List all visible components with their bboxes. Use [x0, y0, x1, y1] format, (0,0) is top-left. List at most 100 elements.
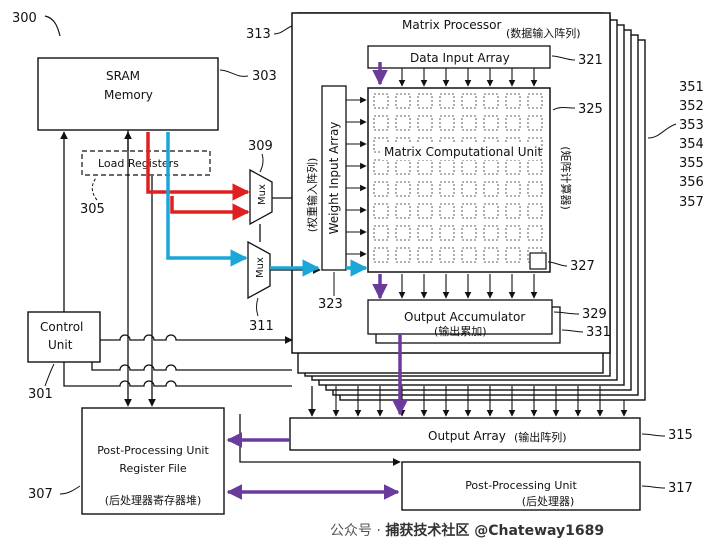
- output-accumulator-label-cn: (输出累加): [434, 324, 487, 338]
- matrix-cell: [505, 181, 521, 197]
- matrix-cell: [483, 181, 499, 197]
- regfile-to-ppu-line: [239, 414, 401, 466]
- matrix-computational-unit-box: [367, 87, 551, 273]
- ppu-register-file-label-1: Post-Processing Unit: [97, 444, 209, 457]
- matrix-cell: [395, 181, 411, 197]
- matrix-cell: [417, 159, 433, 175]
- figure-number-leader: [44, 15, 61, 37]
- stack-ref-351: 351: [679, 80, 704, 95]
- matrix-cell: [527, 115, 543, 131]
- matrix-cell: [373, 225, 389, 241]
- control-to-processor-line: [100, 334, 293, 344]
- output-accumulator-box: [367, 299, 553, 335]
- post-processing-unit-label-cn: (后处理器): [522, 495, 575, 508]
- matrix-cell: [461, 115, 477, 131]
- ref-309-leader: [259, 153, 264, 173]
- control-bottom-line: [63, 362, 292, 387]
- mux-bottom-ref: 311: [249, 319, 274, 334]
- matrix-cell: [439, 247, 455, 263]
- matrix-cell: [505, 225, 521, 241]
- output-accumulator-ref-1: 329: [582, 307, 607, 322]
- matrix-cell: [461, 93, 477, 109]
- weight-input-array-label-cn: (权重输入阵列): [305, 158, 319, 233]
- post-processing-unit-box: [401, 461, 641, 511]
- matrix-cell: [395, 159, 411, 175]
- matrix-cell: [483, 225, 499, 241]
- matrix-cell: [439, 225, 455, 241]
- control-bottom-line-2: [91, 362, 292, 371]
- matrix-cell: [373, 203, 389, 219]
- matrix-cell: [373, 159, 389, 175]
- stack-to-output-arrows: [332, 386, 628, 417]
- matrix-processor-label-cn: (数据输入阵列): [506, 26, 581, 40]
- sram-label: SRAM: [106, 69, 140, 83]
- matrix-cell: [417, 115, 433, 131]
- matrix-cell: [505, 115, 521, 131]
- matrix-cell: [527, 159, 543, 175]
- weight-input-array-box: [321, 85, 347, 271]
- matrix-cell: [461, 247, 477, 263]
- matrix-cell: [417, 93, 433, 109]
- matrix-computational-unit-label: Matrix Computational Unit: [384, 145, 542, 159]
- figure-number: 300: [12, 11, 37, 26]
- ref-305-leader: [91, 177, 98, 201]
- ppu-register-file-label-2: Register File: [119, 462, 186, 475]
- stack-ref-leader: [647, 123, 677, 139]
- data-to-mcu-arrows: [398, 68, 538, 87]
- sram-ref: 303: [252, 69, 277, 84]
- matrix-cell: [505, 93, 521, 109]
- load-registers-box: [81, 150, 211, 176]
- output-array-label-cn: (输出阵列): [514, 430, 567, 444]
- bus-lines: [60, 130, 401, 466]
- output-array-box: [289, 417, 641, 451]
- ref-307-leader: [59, 485, 81, 495]
- matrix-cell: [417, 203, 433, 219]
- sram-memory-label: Memory: [104, 88, 153, 102]
- stack-ref-353: 353: [679, 118, 704, 133]
- matrix-computational-unit-label-cn: (矩阵计算器): [559, 146, 573, 210]
- red-data-path-2: [170, 196, 250, 221]
- matrix-cell: [439, 181, 455, 197]
- matrix-cell: [527, 225, 543, 241]
- matrix-cell: [505, 203, 521, 219]
- ref-301-leader: [44, 363, 55, 387]
- control-unit-label-2: Unit: [48, 338, 73, 352]
- matrix-cell: [417, 181, 433, 197]
- matrix-cell: [417, 225, 433, 241]
- control-unit-ref: 301: [28, 387, 53, 402]
- mux-bottom: [247, 240, 271, 300]
- mcu-label-backdrop: [380, 144, 540, 160]
- ref-317-leader: [641, 485, 666, 489]
- weight-input-array-label: Weight Input Array: [327, 122, 341, 235]
- stack-ref-354: 354: [679, 137, 704, 152]
- matrix-cell: [527, 181, 543, 197]
- output-accumulator-label: Output Accumulator: [404, 310, 525, 324]
- mux-top-label: Mux: [257, 184, 268, 205]
- watermark-name: 捕获技术社区 @Chateway1689: [385, 523, 605, 539]
- matrix-cell: [461, 159, 477, 175]
- matrix-cell: [483, 203, 499, 219]
- output-array-ref: 315: [668, 428, 693, 443]
- mcu-to-accumulator-arrows: [398, 274, 538, 299]
- matrix-cell: [395, 247, 411, 263]
- cyan-data-path: [166, 132, 248, 267]
- matrix-cell: [395, 203, 411, 219]
- matrix-cell: [483, 247, 499, 263]
- post-processing-unit-ref: 317: [668, 481, 693, 496]
- watermark-prefix: 公众号 ·: [330, 523, 386, 539]
- load-registers-label: Load Registers: [98, 157, 179, 170]
- stack-ref-352: 352: [679, 99, 704, 114]
- ref-331-leader: [561, 329, 584, 333]
- matrix-cell: [417, 247, 433, 263]
- stack-ref-356: 356: [679, 175, 704, 190]
- ppu-register-file-ref: 307: [28, 487, 53, 502]
- matrix-cell: [483, 93, 499, 109]
- stack-ref-355: 355: [679, 156, 704, 171]
- ppu-register-file-label-cn: (后处理器寄存器堆): [105, 493, 202, 507]
- output-array-label: Output Array: [428, 429, 506, 443]
- stack-ref-labels: 351 352 353 354 355 356 357: [679, 80, 704, 210]
- weight-input-array-ref: 323: [318, 297, 343, 312]
- matrix-cell: [439, 93, 455, 109]
- matrix-cell: [395, 225, 411, 241]
